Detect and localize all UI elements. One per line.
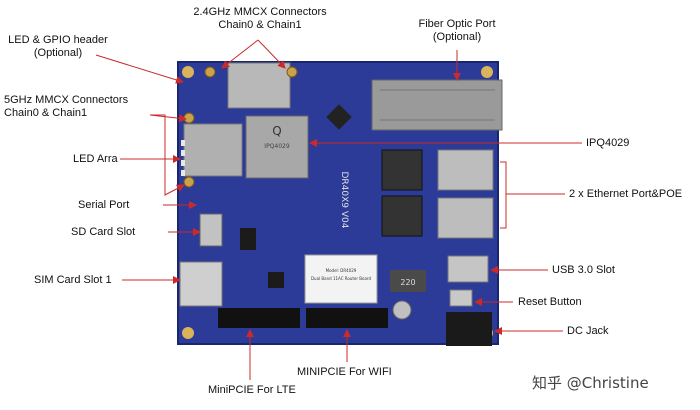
mmcx-connector	[183, 112, 195, 124]
silk-model: DR40X9 V04	[339, 172, 349, 229]
label-24ghz: 2.4GHz MMCX Connectors Chain0 & Chain1	[193, 6, 327, 31]
mount-hole	[481, 66, 493, 78]
mount-hole	[182, 327, 194, 339]
mmcx-connector	[286, 66, 298, 78]
chip-text: IPQ4029	[264, 143, 290, 150]
watermark: 知乎 @Christine	[532, 374, 649, 392]
mount-hole	[182, 66, 194, 78]
sim-slot	[179, 261, 223, 307]
label-reset: Reset Button	[518, 296, 582, 308]
arrow-24ghz	[221, 39, 259, 69]
memory-module	[390, 270, 426, 292]
led	[181, 150, 185, 156]
eth-magnetics	[381, 195, 423, 237]
label-sim: SIM Card Slot 1	[34, 274, 112, 286]
label-mpcie-lte: MiniPCIE For LTE	[208, 384, 296, 396]
mmcx-connector	[204, 66, 216, 78]
svg-text:220: 220	[400, 278, 415, 287]
label-eth: 2 x Ethernet Port&POE	[569, 188, 683, 200]
label-mpcie-wifi: MINIPCIE For WIFI	[297, 366, 392, 378]
label-sd: SD Card Slot	[71, 226, 136, 238]
usb-port	[447, 255, 489, 283]
capacitor	[392, 300, 412, 320]
label-dc: DC Jack	[567, 325, 609, 337]
label-serial: Serial Port	[78, 199, 130, 211]
led	[181, 170, 185, 176]
label-5ghz: 5GHz MMCX Connectors Chain0 & Chain1	[4, 94, 129, 119]
led	[181, 140, 185, 146]
minipcie-slot-lte	[218, 308, 300, 328]
eth-magnetics	[381, 149, 423, 191]
dc-jack	[446, 312, 492, 346]
shield-5ghz	[183, 123, 243, 177]
bracket-eth	[500, 161, 507, 229]
sd-slot	[199, 213, 223, 247]
minipcie-slot-wifi	[306, 308, 388, 328]
chip-logo: Q	[272, 124, 281, 138]
label-fiber: Fiber Optic Port (Optional)	[418, 18, 496, 43]
sfp-cage	[371, 79, 503, 131]
label-ipq: IPQ4029	[586, 137, 630, 149]
main-chip-shield	[245, 115, 309, 179]
svg-text:Model: DR4029: Model: DR4029	[326, 268, 357, 273]
label-usb: USB 3.0 Slot	[552, 264, 615, 276]
ethernet-port	[437, 197, 494, 239]
label-led-arra: LED Arra	[73, 153, 118, 165]
small-chip	[326, 104, 352, 130]
mmcx-connector	[183, 176, 195, 188]
led	[181, 160, 185, 166]
label-led-gpio: LED & GPIO header (Optional)	[8, 34, 108, 59]
board-sticker	[304, 254, 378, 304]
arrow-5ghz	[150, 114, 185, 196]
shield-24ghz	[227, 62, 291, 109]
reset-button	[449, 289, 473, 307]
ethernet-port	[437, 149, 494, 191]
svg-text:Dual Band 11AC Router Board: Dual Band 11AC Router Board	[311, 276, 372, 281]
arrow-led-gpio	[95, 54, 184, 84]
